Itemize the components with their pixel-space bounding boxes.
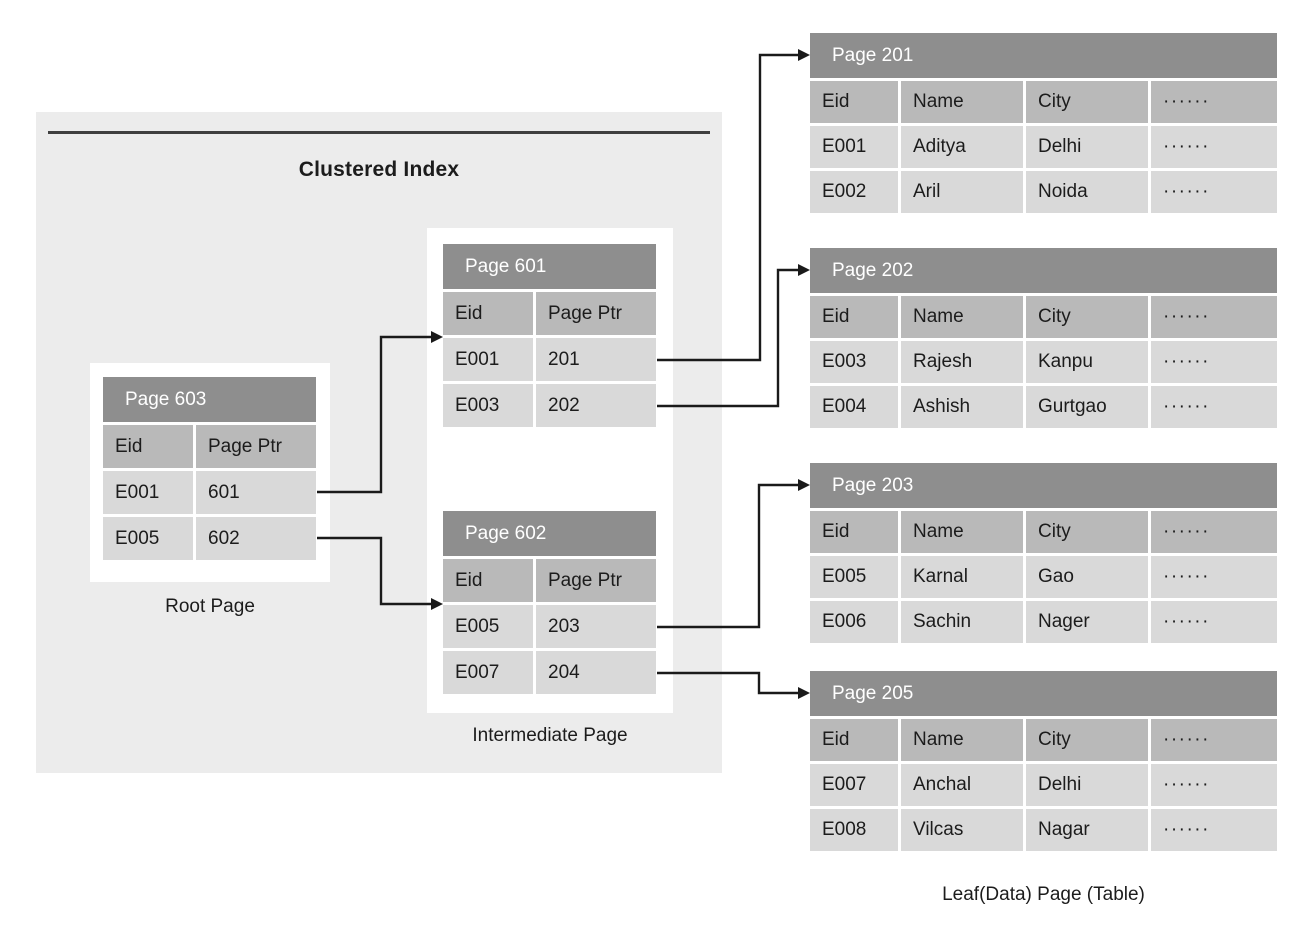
column-header-cell: Eid	[103, 425, 193, 468]
column-header-cell: ······	[1151, 296, 1277, 338]
data-cell: ······	[1151, 341, 1277, 383]
page-header: Page 601	[443, 244, 656, 289]
data-cell: E005	[443, 605, 533, 648]
data-cell: 203	[536, 605, 656, 648]
data-cell: Gao	[1026, 556, 1148, 598]
data-cell: 202	[536, 384, 656, 427]
column-header-cell: ······	[1151, 81, 1277, 123]
data-cell: ······	[1151, 556, 1277, 598]
column-header-cell: Eid	[443, 559, 533, 602]
data-cell: E001	[810, 126, 898, 168]
column-header-cell: Page Ptr	[196, 425, 316, 468]
column-header-cell: Name	[901, 511, 1023, 553]
column-header-cell: Eid	[443, 292, 533, 335]
data-cell: ······	[1151, 126, 1277, 168]
data-cell: E002	[810, 171, 898, 213]
data-cell: E006	[810, 601, 898, 643]
column-header-cell: Eid	[810, 719, 898, 761]
data-cell: E005	[810, 556, 898, 598]
data-cell: Sachin	[901, 601, 1023, 643]
data-cell: Gurtgao	[1026, 386, 1148, 428]
column-header-cell: City	[1026, 511, 1148, 553]
data-cell: ······	[1151, 386, 1277, 428]
column-header-cell: Eid	[810, 296, 898, 338]
column-header-cell: ······	[1151, 719, 1277, 761]
root-page-label: Root Page	[165, 596, 255, 617]
data-cell: Rajesh	[901, 341, 1023, 383]
page-header: Page 205	[810, 671, 1277, 716]
leaf-page-label: Leaf(Data) Page (Table)	[942, 884, 1145, 905]
data-cell: ······	[1151, 171, 1277, 213]
data-cell: Aditya	[901, 126, 1023, 168]
intermediate-page-label: Intermediate Page	[472, 725, 628, 746]
divider-line	[48, 131, 710, 134]
data-cell: E001	[103, 471, 193, 514]
data-cell: 204	[536, 651, 656, 694]
data-cell: Ashish	[901, 386, 1023, 428]
data-cell: ······	[1151, 764, 1277, 806]
data-cell: Vilcas	[901, 809, 1023, 851]
page-header: Page 203	[810, 463, 1277, 508]
data-cell: Aril	[901, 171, 1023, 213]
data-cell: 601	[196, 471, 316, 514]
page-header: Page 201	[810, 33, 1277, 78]
data-cell: E007	[443, 651, 533, 694]
data-cell: E008	[810, 809, 898, 851]
data-cell: Delhi	[1026, 764, 1148, 806]
data-cell: E007	[810, 764, 898, 806]
data-cell: ······	[1151, 809, 1277, 851]
data-cell: E004	[810, 386, 898, 428]
column-header-cell: Eid	[810, 81, 898, 123]
data-cell: E001	[443, 338, 533, 381]
data-cell: E003	[810, 341, 898, 383]
column-header-cell: Name	[901, 719, 1023, 761]
data-cell: Karnal	[901, 556, 1023, 598]
column-header-cell: Page Ptr	[536, 292, 656, 335]
diagram-title: Clustered Index	[298, 158, 460, 181]
data-cell: E005	[103, 517, 193, 560]
column-header-cell: City	[1026, 296, 1148, 338]
data-cell: Nagar	[1026, 809, 1148, 851]
page-header: Page 603	[103, 377, 316, 422]
page-header: Page 602	[443, 511, 656, 556]
data-cell: Nager	[1026, 601, 1148, 643]
page-header: Page 202	[810, 248, 1277, 293]
data-cell: 602	[196, 517, 316, 560]
column-header-cell: City	[1026, 81, 1148, 123]
data-cell: 201	[536, 338, 656, 381]
data-cell: ······	[1151, 601, 1277, 643]
column-header-cell: Page Ptr	[536, 559, 656, 602]
data-cell: Delhi	[1026, 126, 1148, 168]
column-header-cell: Name	[901, 81, 1023, 123]
data-cell: Anchal	[901, 764, 1023, 806]
data-cell: E003	[443, 384, 533, 427]
column-header-cell: Name	[901, 296, 1023, 338]
data-cell: Noida	[1026, 171, 1148, 213]
column-header-cell: ······	[1151, 511, 1277, 553]
column-header-cell: City	[1026, 719, 1148, 761]
data-cell: Kanpu	[1026, 341, 1148, 383]
column-header-cell: Eid	[810, 511, 898, 553]
